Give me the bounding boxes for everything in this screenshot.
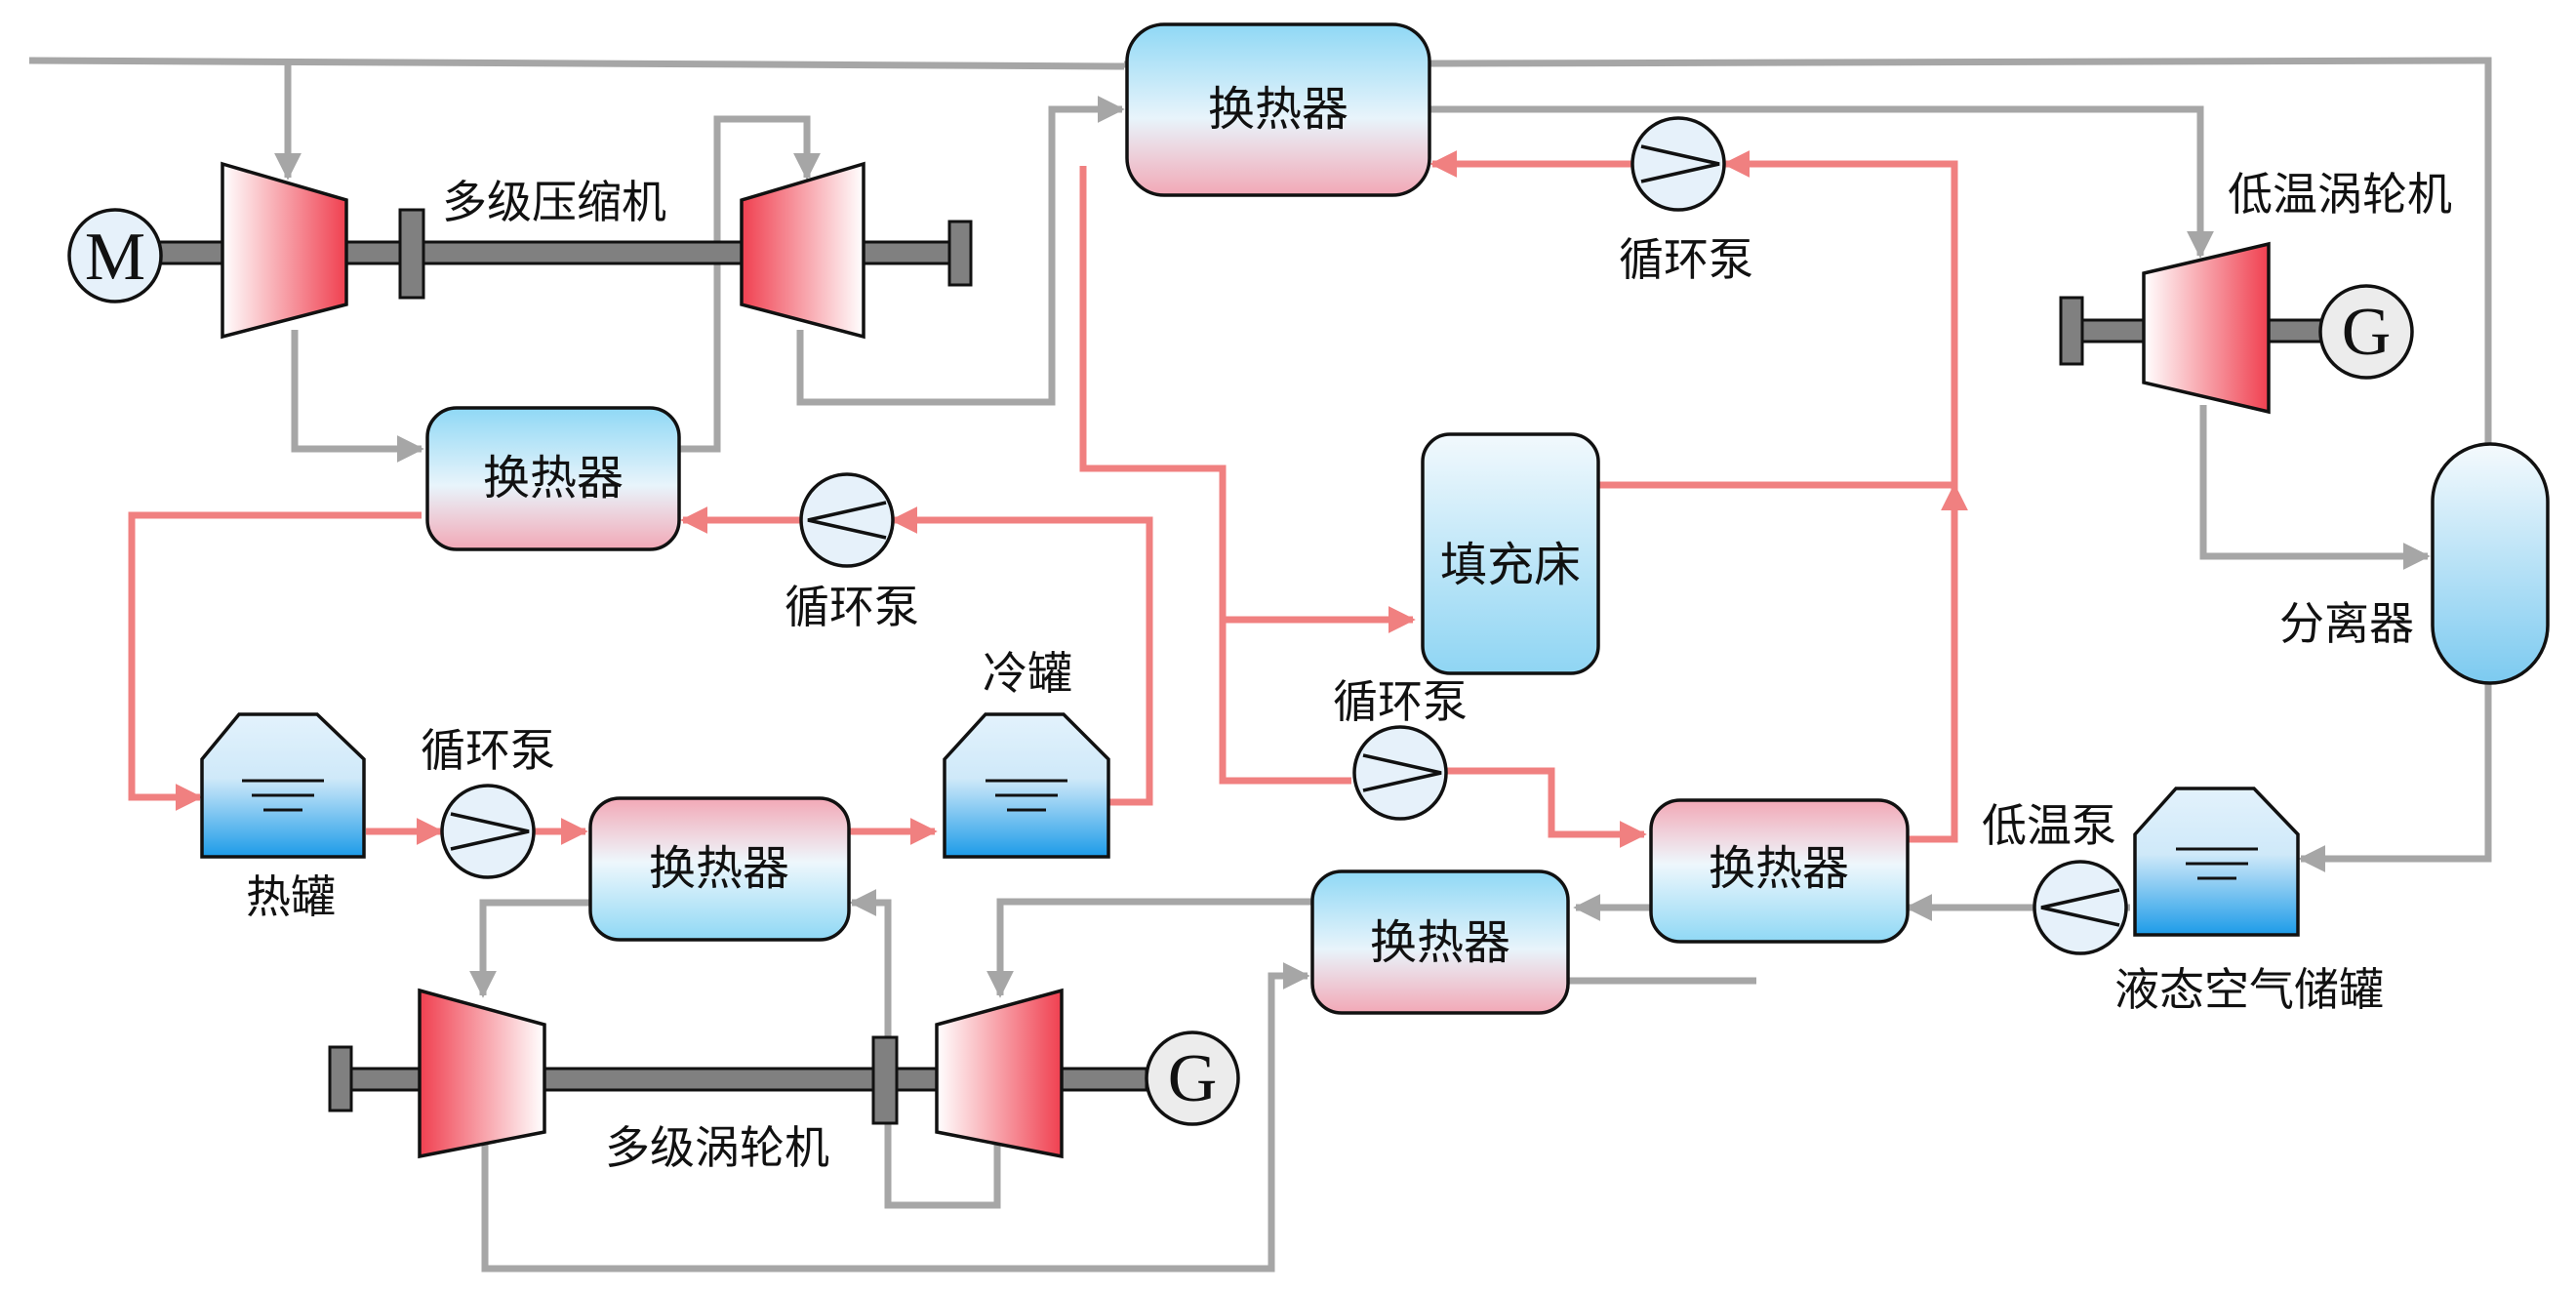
- lt-turbine-to-separator: [2199, 405, 2431, 570]
- pump-symbol: [1640, 144, 1720, 183]
- air-inlet-line: [28, 57, 1125, 70]
- shaft-coupling-2: [871, 1035, 899, 1125]
- lt-turbine-label: 低温涡轮机: [2228, 168, 2452, 221]
- hot-tank: 热罐: [200, 712, 366, 923]
- generator-icon: [1145, 1030, 1240, 1126]
- pump-symbol: [450, 812, 530, 851]
- turbine2-to-hx-mid: [849, 889, 1001, 1209]
- motor-icon: [67, 208, 163, 303]
- shaft-endcap-3: [2059, 296, 2084, 366]
- packed-bed: 填充床: [1421, 432, 1600, 675]
- pump-hot-label: 循环泵: [421, 724, 555, 777]
- shaft-coupling-1: [398, 208, 425, 300]
- separator-vessel: [2431, 442, 2550, 685]
- hx-bottom-center-box: [1310, 869, 1570, 1015]
- hx-left-to-compressor2: [677, 115, 821, 453]
- hx-right-label: 换热器: [1709, 841, 1849, 896]
- hx-right: 换热器: [1649, 798, 1910, 944]
- pump-top-icon: [1630, 116, 1726, 212]
- hx-left-to-hot-tank: [128, 511, 422, 811]
- hx-top-to-packed-bed: [1079, 166, 1416, 633]
- hx-bottom-center-label: 换热器: [1370, 915, 1510, 970]
- hx-left-label: 换热器: [483, 451, 624, 505]
- separator: 分离器: [2279, 442, 2550, 685]
- hx-top-label: 换热器: [1208, 82, 1348, 137]
- pump-top: 循环泵: [1619, 116, 1753, 286]
- center-pump-to-hx-right: [1446, 767, 1647, 848]
- turbine1-to-hx-bottom-center: [481, 962, 1310, 1273]
- pump-center: 循环泵: [1333, 675, 1468, 821]
- lt-pump: 低温泵: [1982, 799, 2128, 955]
- hot-tank-label: 热罐: [246, 870, 336, 923]
- hx-mid-label: 换热器: [649, 841, 789, 896]
- pump-left: 循环泵: [785, 472, 919, 633]
- hx-right-riser: [1908, 483, 1968, 843]
- cold-tank: 冷罐: [943, 647, 1110, 859]
- cold-tank-to-left-pump: [890, 506, 1153, 806]
- turbine-stage-1: [418, 988, 546, 1159]
- compressor-train: M 多级压缩机: [67, 161, 973, 340]
- packed-bed-label: 填充床: [1440, 538, 1581, 592]
- hx-bottom-center: 换热器: [1310, 869, 1570, 1015]
- pump-hot: 循环泵: [421, 724, 555, 879]
- motor-shaft: [154, 240, 228, 265]
- pump-left-label: 循环泵: [785, 581, 919, 633]
- shaft-endcap-1: [947, 220, 973, 287]
- lt-turbine-unit: G 低温涡轮机: [2059, 168, 2452, 415]
- pump-symbol: [2040, 888, 2120, 927]
- riser-to-top-pump: [1722, 150, 1958, 486]
- hx-bottom-center-to-turbine2: [986, 898, 1312, 998]
- liquid-air-tank-label: 液态空气储罐: [2114, 963, 2384, 1016]
- turbine-shaft-start: [349, 1067, 422, 1092]
- hx-mid: 换热器: [588, 796, 851, 942]
- turbine-train: G 多级涡轮机: [328, 988, 1240, 1174]
- pump-hot-icon: [440, 784, 536, 879]
- motor-symbol: M: [85, 220, 145, 295]
- branch-to-center-pump: [1219, 620, 1351, 785]
- pump-center-icon: [1352, 725, 1448, 821]
- cold-tank-body: [943, 712, 1110, 859]
- cold-tank-label: 冷罐: [983, 647, 1072, 700]
- hx-top: 换热器: [1125, 22, 1431, 197]
- hx-right-box: [1649, 798, 1910, 944]
- compressor-shaft-end: [860, 240, 951, 265]
- generator-shaft: [1057, 1067, 1148, 1092]
- lt-turbine-shaft-left: [2080, 318, 2153, 343]
- heat-lines: [128, 150, 1968, 848]
- liquid-air-tank-body: [2133, 787, 2300, 937]
- pump-top-label: 循环泵: [1619, 233, 1753, 286]
- hx-left-box: [425, 406, 681, 551]
- turbine-stage-2: [935, 988, 1064, 1159]
- compressor-label: 多级压缩机: [442, 176, 666, 228]
- turbine-label: 多级涡轮机: [605, 1121, 829, 1174]
- pump-symbol: [807, 501, 887, 540]
- compressor1-to-hx-left: [291, 330, 424, 463]
- compressor2-to-hx-top: [796, 96, 1125, 406]
- pump-center-label: 循环泵: [1333, 675, 1468, 728]
- hx-mid-to-turbine1: [469, 899, 590, 998]
- hx-mid-box: [588, 796, 851, 942]
- generator2-symbol: G: [2342, 295, 2392, 370]
- lt-turbine: [2142, 241, 2271, 415]
- compressor-stage-1: [221, 161, 348, 340]
- pump-symbol: [1362, 753, 1442, 792]
- lt-pump-icon: [2033, 860, 2128, 955]
- liquid-air-tank: 液态空气储罐: [2114, 787, 2384, 1016]
- compressor-stage-2: [740, 161, 865, 340]
- hot-tank-body: [200, 712, 366, 859]
- separator-label: 分离器: [2279, 597, 2414, 650]
- hx-left: 换热器: [425, 406, 681, 551]
- generator-symbol: G: [1168, 1041, 1218, 1116]
- hx-top-to-lt-turbine: [1427, 105, 2214, 259]
- generator2-icon: [2318, 284, 2414, 380]
- lt-pump-label: 低温泵: [1982, 799, 2116, 852]
- packed-bed-box: [1421, 432, 1600, 675]
- shaft-endcap-2: [328, 1045, 353, 1112]
- hx-top-box: [1125, 22, 1431, 197]
- pump-left-icon: [799, 472, 895, 568]
- lt-turbine-shaft-right: [2262, 318, 2326, 343]
